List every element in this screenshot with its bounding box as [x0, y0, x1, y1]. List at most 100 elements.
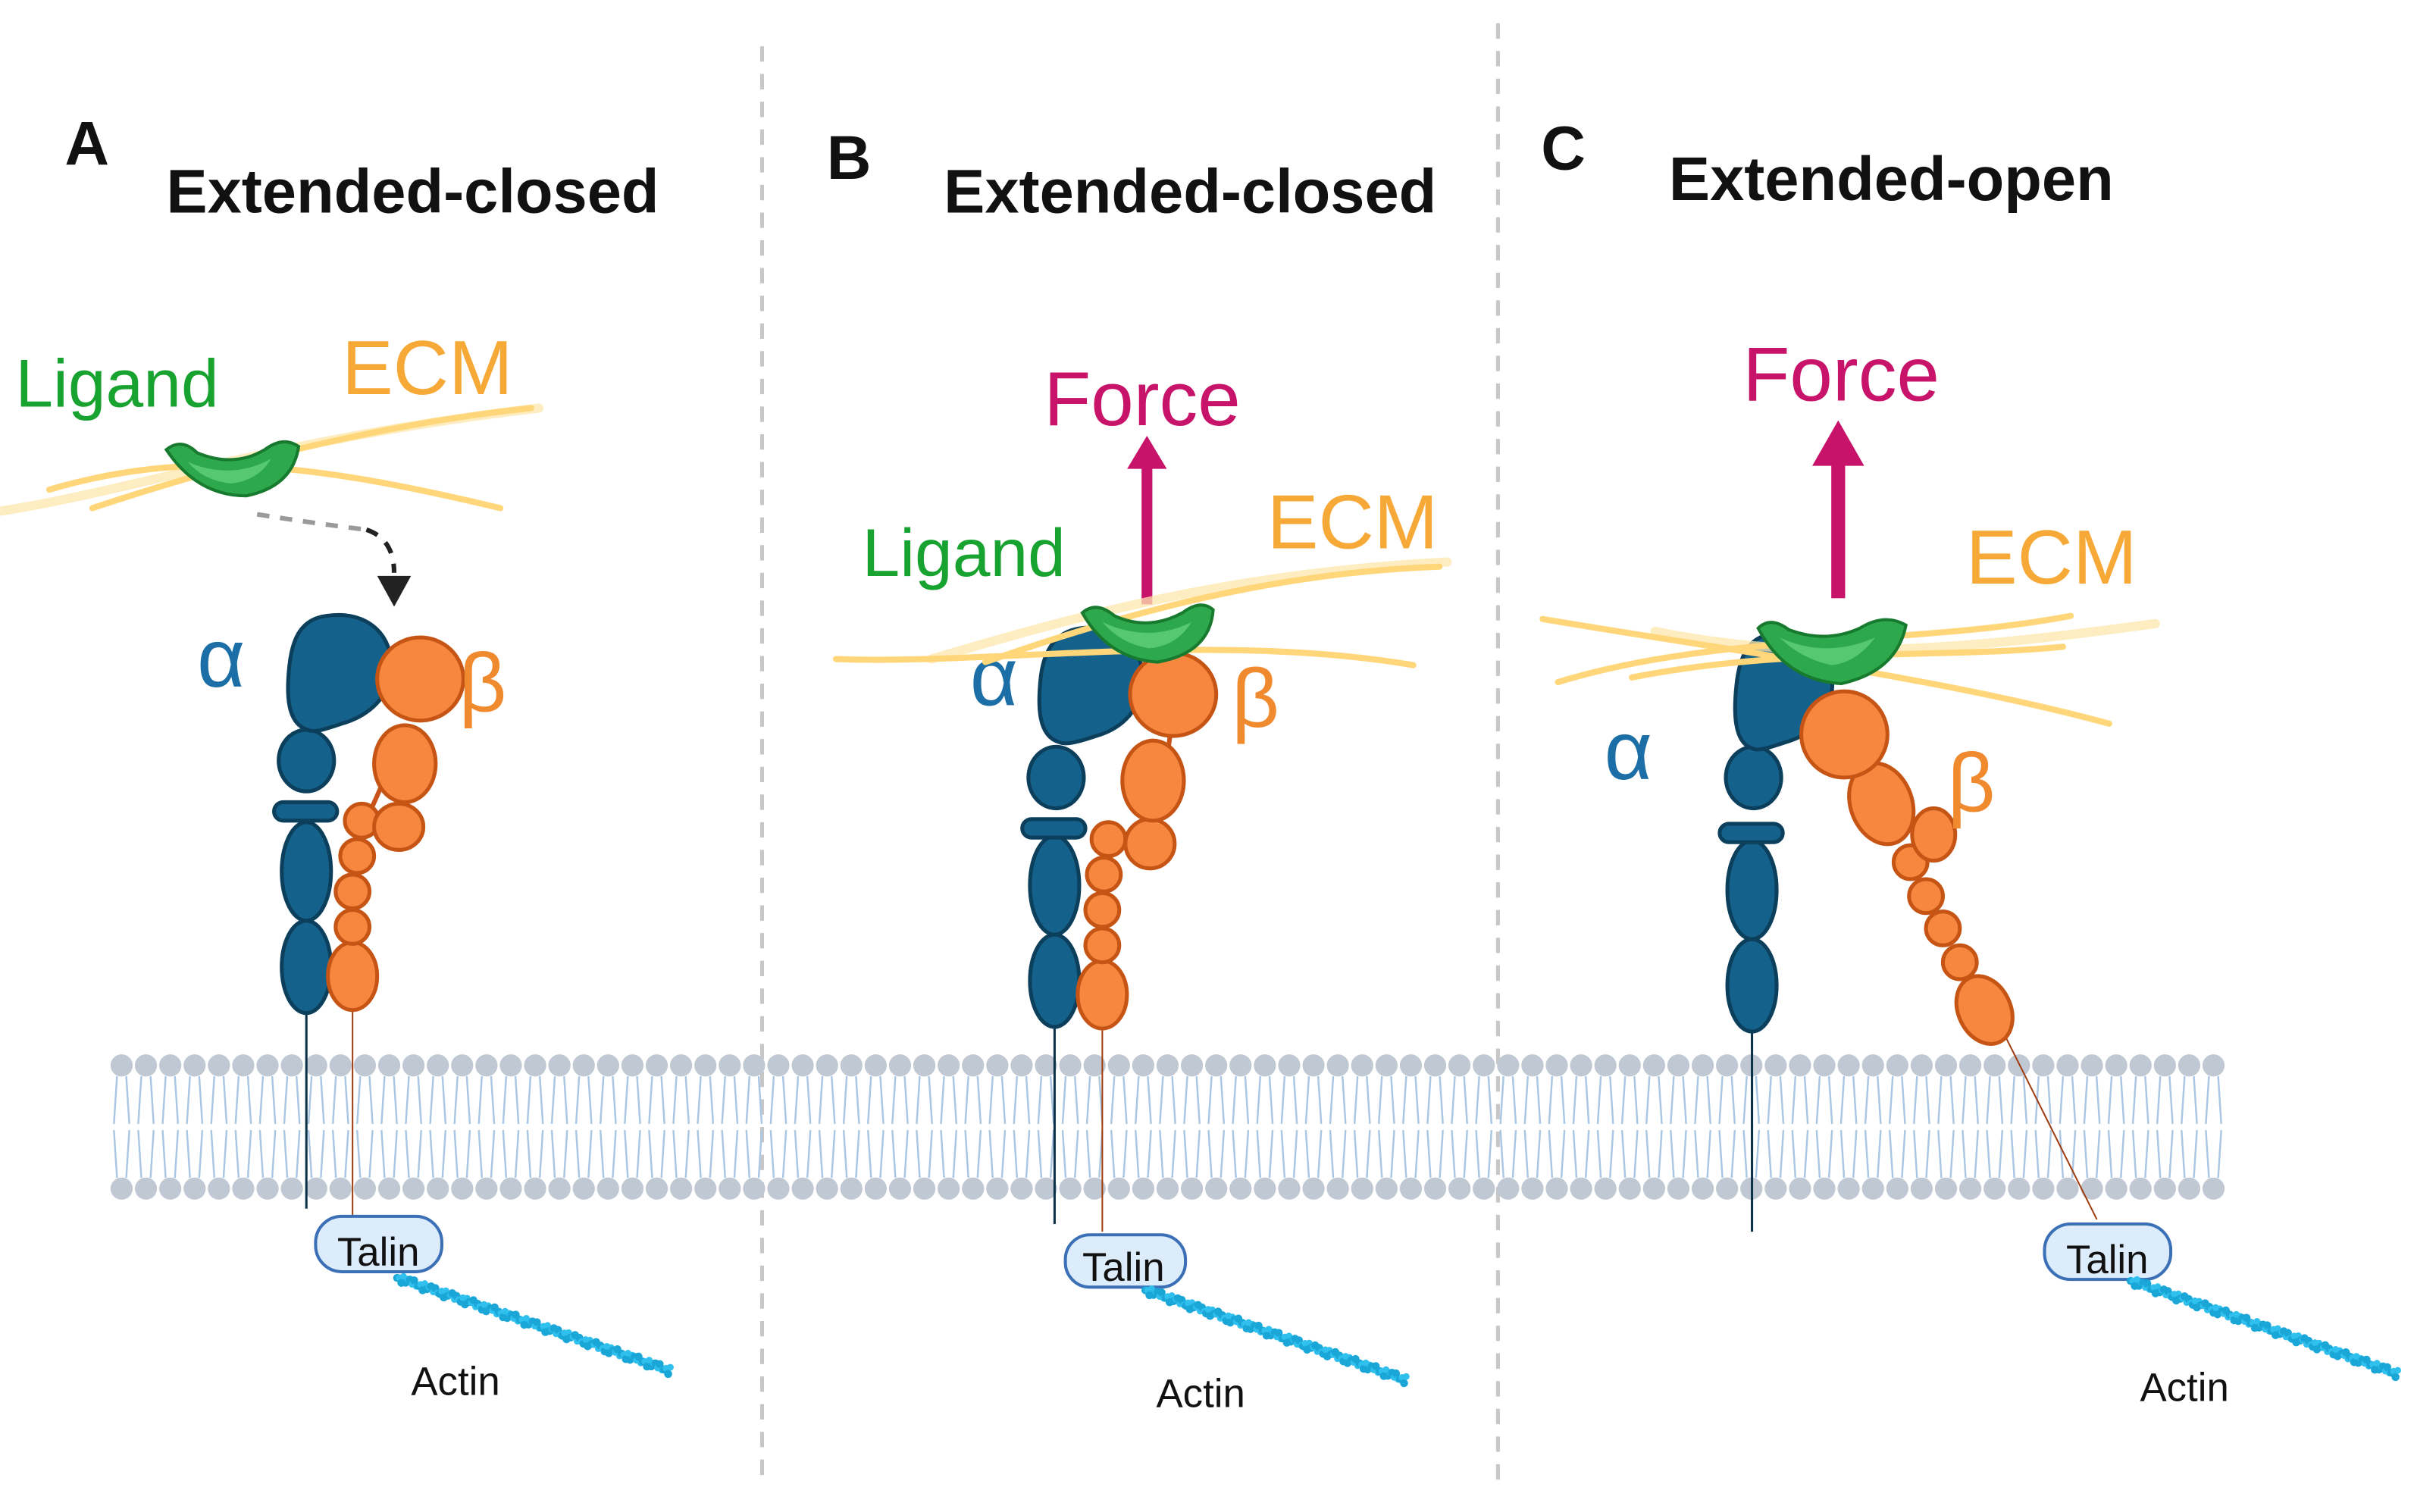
lipid-tail — [721, 1130, 739, 1179]
lipid-tail — [1475, 1130, 1493, 1179]
lipid-tail — [1402, 1130, 1420, 1179]
lipid-tail — [502, 1075, 520, 1125]
lipid-tail — [186, 1130, 204, 1179]
lipid-head — [645, 1054, 668, 1077]
lipid-tail — [1913, 1075, 1930, 1125]
ecm-label-a: ECM — [342, 324, 513, 411]
lipid-tail — [1645, 1130, 1663, 1179]
lipid-head — [1083, 1054, 1106, 1077]
talin-label-c: Talin — [2066, 1238, 2149, 1282]
lipid-tail — [1694, 1075, 1711, 1125]
lipid-tail — [697, 1130, 715, 1179]
actin-bead — [533, 1318, 541, 1326]
lipid-tail — [697, 1075, 715, 1125]
actin-bead — [1392, 1369, 1401, 1378]
lipid-tail — [672, 1130, 690, 1179]
lipid-tail — [2156, 1075, 2174, 1125]
lipid-tail — [2181, 1075, 2198, 1125]
lipid-head — [1521, 1054, 1544, 1077]
lipid-head — [2081, 1054, 2103, 1077]
lipid-head — [1618, 1054, 1641, 1077]
panel-b: B Extended-closed Force ECM Ligand α — [827, 124, 1452, 1417]
lipid-tail — [1207, 1075, 1226, 1125]
lipid-tail — [1620, 1075, 1639, 1125]
cell-membrane — [110, 1054, 2225, 1200]
lipid-tail — [1135, 1075, 1152, 1125]
lipid-tail — [1085, 1130, 1104, 1179]
lipid-head — [767, 1054, 790, 1077]
lipid-tail — [2107, 1130, 2125, 1179]
lipid-head — [451, 1177, 474, 1200]
lipid-head — [1035, 1054, 1057, 1077]
lipid-tail — [356, 1075, 374, 1125]
lipid-tail — [988, 1130, 1007, 1179]
lipid-head — [256, 1054, 279, 1077]
alpha-label-c: α — [1605, 705, 1652, 797]
ecm-fiber — [89, 405, 534, 512]
lipid-head — [888, 1177, 912, 1200]
lipid-head — [1667, 1177, 1690, 1200]
lipid-head — [1594, 1054, 1617, 1077]
lipid-head — [694, 1177, 717, 1200]
lipid-head — [2008, 1177, 2030, 1200]
lipid-head — [499, 1177, 522, 1200]
lipid-tail — [2083, 1130, 2101, 1179]
lipid-head — [427, 1177, 449, 1200]
ecm-label-b: ECM — [1267, 478, 1439, 565]
lipid-head — [1813, 1177, 1836, 1200]
lipid-head — [1399, 1054, 1423, 1077]
lipid-head — [2153, 1054, 2176, 1077]
lipid-head — [208, 1177, 230, 1200]
lipid-head — [232, 1054, 255, 1077]
lipid-tail — [891, 1130, 909, 1179]
lipid-tail — [1888, 1130, 1906, 1179]
lipid-head — [2202, 1177, 2225, 1200]
lipid-tail — [964, 1130, 982, 1179]
lipid-tail — [818, 1075, 836, 1125]
lipid-tail — [1864, 1075, 1882, 1125]
alpha-subunit-b — [1020, 625, 1144, 1224]
lipid-tail — [599, 1130, 617, 1179]
lipid-tail — [477, 1130, 496, 1179]
lipid-tail — [113, 1075, 130, 1125]
lipid-head — [2081, 1177, 2103, 1200]
lipid-tail — [1523, 1130, 1542, 1179]
lipid-tail — [2010, 1075, 2028, 1125]
lipid-tail — [380, 1130, 398, 1179]
alpha-subunit-a — [272, 612, 393, 1209]
lipid-tail — [1718, 1075, 1736, 1125]
lipid-tail — [1135, 1130, 1152, 1179]
lipid-tail — [331, 1130, 349, 1179]
lipid-tail — [405, 1075, 422, 1125]
beta-label-c: β — [1948, 737, 1996, 830]
actin-label-a: Actin — [411, 1359, 499, 1404]
panel-title-a: Extended-closed — [166, 157, 659, 226]
lipid-tail — [2034, 1130, 2052, 1179]
lipid-tail — [1839, 1075, 1858, 1125]
lipid-head — [791, 1177, 814, 1200]
lipid-head — [1910, 1054, 1933, 1077]
lipid-tail — [2181, 1130, 2198, 1179]
lipid-head — [329, 1054, 352, 1077]
lipid-tail — [1426, 1075, 1444, 1125]
lipid-head — [1010, 1054, 1033, 1077]
lipid-head — [1691, 1177, 1714, 1200]
lipid-head — [669, 1054, 693, 1077]
lipid-head — [329, 1177, 352, 1200]
lipid-tail — [283, 1130, 301, 1179]
lipid-head — [1958, 1177, 1982, 1200]
lipid-tail — [1864, 1130, 1882, 1179]
lipid-head — [669, 1177, 693, 1200]
talin-b — [1063, 1233, 1188, 1289]
talin-label-b: Talin — [1082, 1245, 1165, 1290]
lipid-head — [280, 1177, 303, 1200]
lipid-head — [840, 1177, 863, 1200]
lipid-tail — [331, 1075, 349, 1125]
lipid-head — [159, 1054, 182, 1077]
lipid-head — [986, 1054, 1009, 1077]
lipid-tail — [575, 1130, 593, 1179]
talin-label-a: Talin — [337, 1230, 420, 1275]
lipid-head — [1010, 1177, 1033, 1200]
lipid-head — [1448, 1054, 1471, 1077]
lipid-tail — [1937, 1075, 1955, 1125]
